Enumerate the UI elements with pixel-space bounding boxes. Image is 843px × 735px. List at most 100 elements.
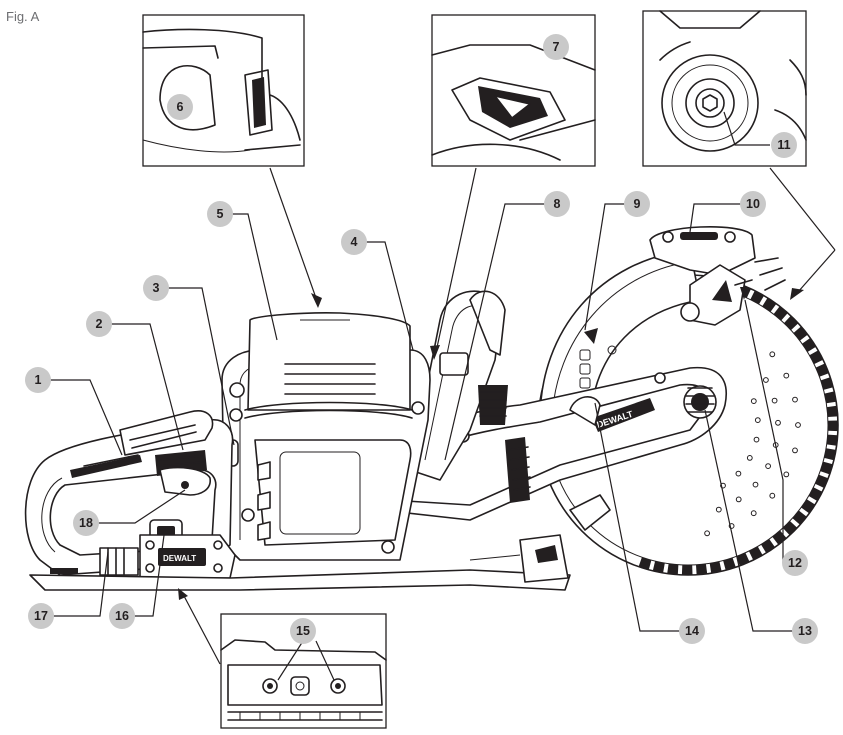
blade-segment	[802, 338, 816, 352]
svg-text:4: 4	[351, 235, 358, 249]
blade-segment	[652, 561, 665, 573]
blade-segment	[792, 510, 807, 525]
svg-text:6: 6	[177, 100, 184, 114]
blade-hole	[769, 351, 776, 358]
blade-cooling-holes	[704, 351, 801, 537]
blade-hole	[752, 481, 759, 488]
blade-segment	[773, 306, 788, 321]
callout-3: 3	[143, 275, 169, 301]
blade-segment	[638, 557, 652, 570]
blade-segment	[827, 420, 838, 432]
blade-segment	[808, 487, 823, 501]
svg-text:11: 11	[777, 138, 790, 152]
blade-hole	[746, 455, 753, 461]
blade-hole	[765, 463, 771, 470]
svg-text:16: 16	[115, 609, 129, 623]
blade-segment	[784, 315, 799, 331]
blade-segment	[782, 521, 798, 536]
blade-hole	[715, 506, 722, 513]
svg-text:9: 9	[634, 197, 641, 211]
callout-badges: 1 2 3 4 5 6 7 8 9 10 11 12 13 14 15 16 1…	[25, 34, 818, 644]
blade-segment	[824, 391, 837, 404]
blade-segment	[709, 561, 722, 574]
blade-hole	[735, 470, 742, 477]
blade-hole	[735, 496, 742, 503]
blade-segment	[824, 448, 836, 461]
blade-segment	[723, 557, 736, 571]
svg-text:2: 2	[96, 317, 103, 331]
blade-hole	[783, 372, 790, 379]
figure-title: Fig. A	[6, 9, 40, 24]
svg-text:14: 14	[685, 624, 699, 638]
blade-segment	[826, 405, 838, 417]
callout-8: 8	[544, 191, 570, 217]
svg-text:10: 10	[746, 197, 760, 211]
blade-segment	[696, 563, 708, 575]
blade-segment	[820, 377, 834, 390]
rear-handle: DEWALT	[24, 410, 236, 579]
callout-2: 2	[86, 311, 112, 337]
callout-5: 5	[207, 201, 233, 227]
blade-segment	[762, 297, 777, 312]
blade-segment	[681, 564, 693, 575]
blade-hole	[753, 436, 760, 443]
blade-hole	[763, 377, 769, 383]
callout-13: 13	[792, 618, 818, 644]
blade-hole	[792, 447, 798, 454]
svg-text:8: 8	[554, 197, 561, 211]
blade-hole	[771, 397, 778, 404]
base-shoe	[29, 534, 571, 591]
blade-hole	[750, 398, 757, 405]
svg-text:1: 1	[35, 373, 42, 387]
blade-segment	[815, 363, 829, 377]
blade-segment	[761, 539, 775, 553]
blade-segment	[801, 499, 816, 514]
blade-segment	[820, 461, 833, 475]
blade-segment	[809, 350, 824, 365]
inset-pointer-arrows	[178, 167, 836, 665]
blade-hole	[750, 510, 757, 517]
callout-1: 1	[25, 367, 51, 393]
callout-10: 10	[740, 191, 766, 217]
callout-7: 7	[543, 34, 569, 60]
callout-14: 14	[679, 618, 705, 644]
svg-text:7: 7	[553, 40, 560, 54]
callout-17: 17	[28, 603, 54, 629]
blade-hole	[783, 471, 790, 478]
svg-text:18: 18	[79, 516, 93, 530]
motor-housing	[221, 312, 431, 561]
inset-detail-7	[431, 14, 596, 167]
blade-segment	[826, 434, 838, 446]
callout-9: 9	[624, 191, 650, 217]
svg-text:13: 13	[798, 624, 812, 638]
blade-segment	[793, 326, 808, 341]
blade-hole	[775, 419, 781, 426]
blade-segment	[750, 290, 764, 305]
blade-segment	[736, 552, 750, 566]
front-handle	[409, 290, 508, 481]
blade-hole	[754, 417, 761, 424]
inset-detail-6	[142, 14, 305, 167]
blade-guard	[539, 226, 786, 421]
battery-brand-logo: DEWALT	[163, 554, 196, 563]
blade-hole	[704, 530, 710, 537]
blade-segment	[815, 474, 829, 488]
svg-text:5: 5	[217, 207, 224, 221]
callout-leader-lines	[50, 111, 793, 681]
callout-6: 6	[167, 94, 193, 120]
blade-hole	[792, 396, 798, 403]
callout-18: 18	[73, 510, 99, 536]
svg-text:17: 17	[34, 609, 48, 623]
blade-segment	[748, 546, 763, 561]
callout-15: 15	[290, 618, 316, 644]
callout-11: 11	[771, 132, 797, 158]
svg-text:12: 12	[788, 556, 802, 570]
svg-text:15: 15	[296, 624, 310, 638]
blade-hole	[769, 492, 776, 499]
svg-text:3: 3	[153, 281, 160, 295]
callout-4: 4	[341, 229, 367, 255]
blade-segment	[667, 563, 679, 575]
callout-12: 12	[782, 550, 808, 576]
